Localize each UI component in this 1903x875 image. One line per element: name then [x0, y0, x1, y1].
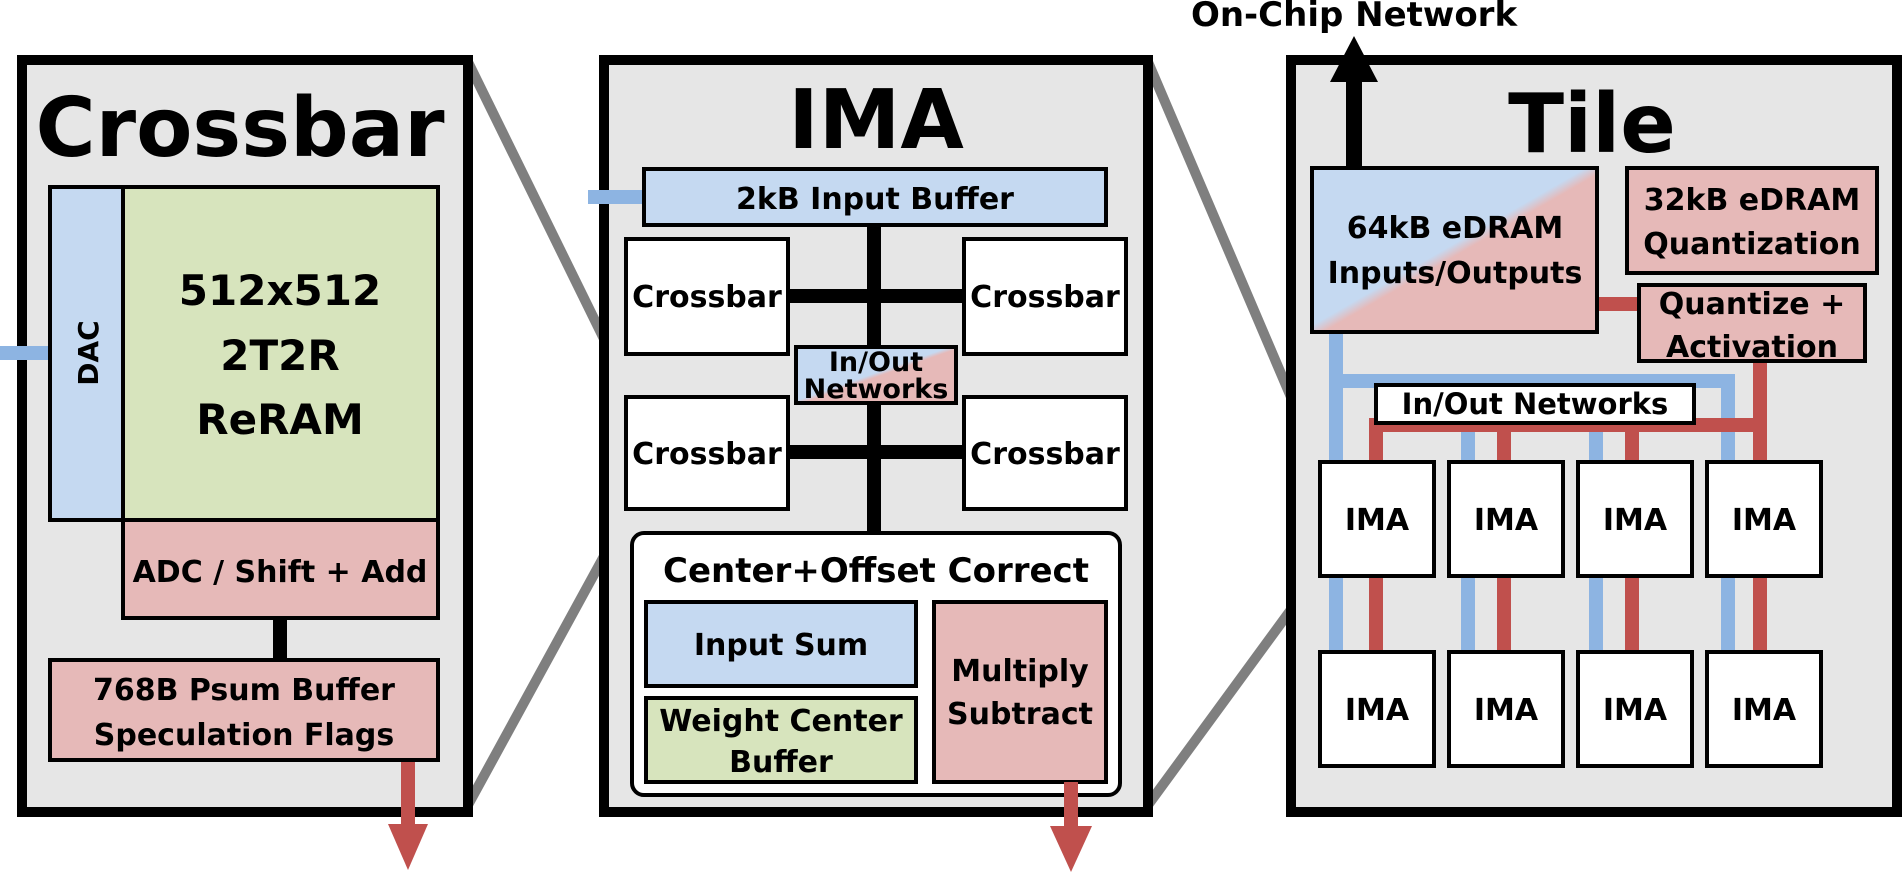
tile-panel: Tile On-Chip Network 64kB eDRAM Inputs/O…	[1191, 0, 1902, 817]
quantize-label-2: Activation	[1666, 330, 1838, 365]
ima-block[interactable]	[1576, 650, 1694, 768]
ima-block-label: IMA	[1603, 693, 1668, 728]
ima-bus-top	[788, 289, 964, 303]
center-offset-title: Center+Offset Correct	[663, 551, 1089, 591]
weight-center-block	[644, 696, 918, 784]
input-sum-block	[644, 600, 918, 688]
array-size-label: 512x512	[179, 266, 381, 315]
crossbar-block[interactable]	[624, 237, 790, 356]
crossbar-block-label: Crossbar	[970, 280, 1120, 315]
psum-buffer-label: 768B Psum Buffer	[93, 673, 395, 708]
dac-label: DAC	[72, 320, 105, 385]
ima-block[interactable]	[1447, 460, 1565, 578]
crossbar-block[interactable]	[962, 237, 1128, 356]
multiply-label: Multiply	[951, 654, 1089, 689]
on-chip-network-label: On-Chip Network	[1191, 0, 1519, 35]
input-sum-label: Input Sum	[694, 628, 868, 663]
ima-block[interactable]	[1705, 460, 1823, 578]
adc-psum-wire	[273, 618, 287, 660]
ima-block[interactable]	[1318, 460, 1436, 578]
ima-output-arrow-icon	[1050, 782, 1092, 872]
crossbar-block[interactable]	[962, 395, 1128, 511]
ima-panel: IMA 2kB Input Buffer Crossbar Crossbar C…	[588, 55, 1153, 872]
tile-inout-network	[1374, 383, 1696, 425]
ima-inout-label-2: Networks	[804, 374, 949, 405]
array-type-label: ReRAM	[196, 395, 363, 444]
crossbar-block-label: Crossbar	[970, 437, 1120, 472]
ima-block-label: IMA	[1732, 503, 1797, 538]
ima-bus-bottom	[788, 445, 964, 459]
output-arrow-icon	[388, 762, 428, 870]
ima-inout-label-1: In/Out	[829, 347, 923, 378]
input-buffer-wire	[588, 190, 646, 204]
ima-block-label: IMA	[1474, 693, 1539, 728]
ima-block-label: IMA	[1345, 693, 1410, 728]
ima-block-label: IMA	[1603, 503, 1668, 538]
input-buffer-label: 2kB Input Buffer	[736, 182, 1014, 217]
edram64-label-1: 64kB eDRAM	[1347, 211, 1563, 246]
quantize-block	[1637, 283, 1867, 363]
weight-center-label-2: Buffer	[729, 745, 833, 780]
ima-panel-title: IMA	[788, 73, 964, 168]
multiply-subtract-block	[932, 600, 1108, 784]
ima-block[interactable]	[1576, 460, 1694, 578]
edram64-block	[1310, 166, 1599, 334]
edram32-label-2: Quantization	[1643, 227, 1860, 262]
ima-block[interactable]	[1447, 650, 1565, 768]
network-up-arrow-icon	[1330, 36, 1378, 168]
crossbar-panel: Crossbar DAC 512x512 2T2R ReRAM ADC / Sh…	[0, 55, 473, 870]
psum-buffer-block	[48, 658, 440, 762]
ima-block[interactable]	[1705, 650, 1823, 768]
edram32-label-1: 32kB eDRAM	[1644, 183, 1860, 218]
crossbar-block-label: Crossbar	[632, 280, 782, 315]
ima-block[interactable]	[1318, 650, 1436, 768]
dac-input-wire	[0, 346, 52, 360]
tile-inout-label: In/Out Networks	[1402, 387, 1669, 421]
ima-inout-network	[794, 345, 958, 405]
weight-center-label-1: Weight Center	[659, 704, 903, 739]
adc-label: ADC / Shift + Add	[133, 555, 428, 590]
crossbar-block-label: Crossbar	[632, 437, 782, 472]
ima-block-label: IMA	[1732, 693, 1797, 728]
subtract-label: Subtract	[947, 697, 1093, 732]
input-buffer-block	[642, 167, 1108, 227]
tile-panel-title: Tile	[1508, 77, 1676, 172]
crossbar-block[interactable]	[624, 395, 790, 511]
edram32-block	[1625, 166, 1879, 275]
quantize-label-1: Quantize +	[1659, 287, 1845, 322]
crossbar-panel-title: Crossbar	[35, 81, 445, 176]
edram64-label-2: Inputs/Outputs	[1328, 256, 1583, 291]
dac-block	[48, 185, 127, 522]
ima-block-label: IMA	[1345, 503, 1410, 538]
ima-block-label: IMA	[1474, 503, 1539, 538]
array-cell-label: 2T2R	[220, 331, 339, 380]
speculation-flags-label: Speculation Flags	[94, 718, 394, 753]
